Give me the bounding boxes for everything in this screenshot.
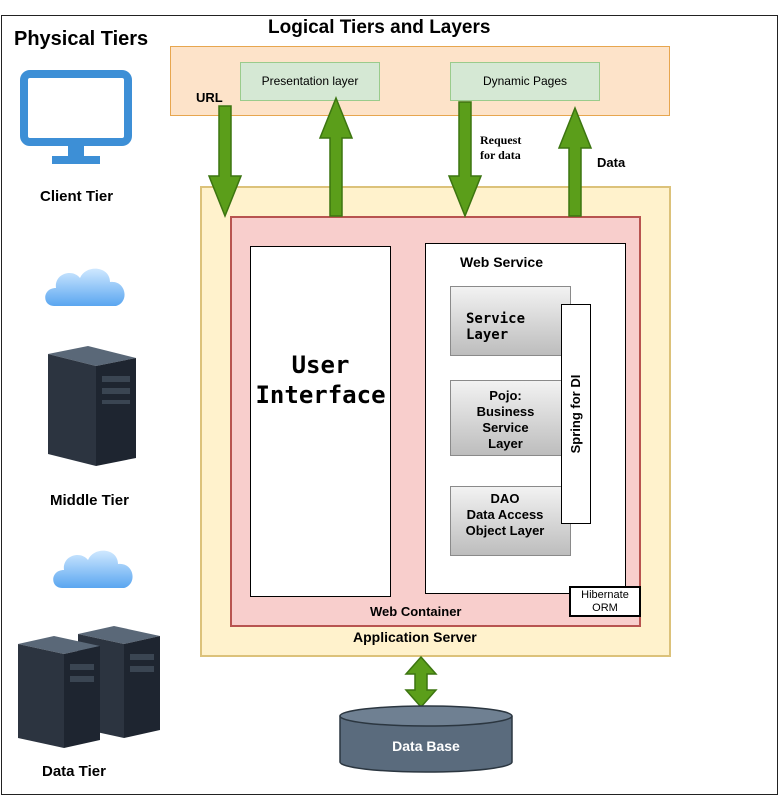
- request-label: Request for data: [480, 133, 522, 162]
- user-interface-label: User Interface: [255, 351, 386, 409]
- database-icon: [339, 705, 513, 773]
- application-server-label: Application Server: [353, 629, 477, 645]
- dao-layer-box: [450, 486, 571, 556]
- diagram-frame: [1, 15, 778, 795]
- cloud-icon: [45, 268, 125, 306]
- request-arrow: [447, 101, 483, 219]
- client-tier-label: Client Tier: [40, 188, 114, 205]
- service-layer-label: Service Layer: [466, 311, 526, 343]
- url-label: URL: [196, 90, 223, 105]
- middle-tier-label: Middle Tier: [50, 492, 129, 509]
- web-container-label: Web Container: [370, 604, 462, 619]
- physical-tiers-title: Physical Tiers: [14, 28, 149, 50]
- service-layer-box: [450, 286, 571, 356]
- server-icon: [18, 636, 100, 748]
- spring-di-box: [561, 304, 591, 524]
- url-arrow: [207, 105, 243, 219]
- logical-tiers-title: Logical Tiers and Layers: [268, 17, 491, 38]
- data-tier-label: Data Tier: [42, 763, 106, 780]
- database-arrow: [404, 655, 438, 709]
- database-label: Data Base: [392, 738, 460, 754]
- data-label: Data: [597, 155, 626, 170]
- pojo-layer-label: Pojo: Business Service Layer: [476, 388, 535, 451]
- pojo-layer-box: [450, 380, 571, 456]
- server-icon: [48, 346, 136, 466]
- user-interface-box: [250, 246, 391, 597]
- dynamic-pages-box: Dynamic Pages: [450, 62, 600, 101]
- cloud-icon: [53, 550, 133, 588]
- hibernate-orm-box: Hibernate ORM: [569, 586, 641, 617]
- presentation-layer-box: Presentation layer: [240, 62, 380, 101]
- presentation-up-arrow: [318, 95, 354, 217]
- data-up-arrow: [557, 105, 593, 217]
- monitor-icon: [20, 70, 132, 164]
- web-service-label: Web Service: [460, 254, 544, 270]
- dao-layer-label: DAO Data Access Object Layer: [465, 491, 545, 538]
